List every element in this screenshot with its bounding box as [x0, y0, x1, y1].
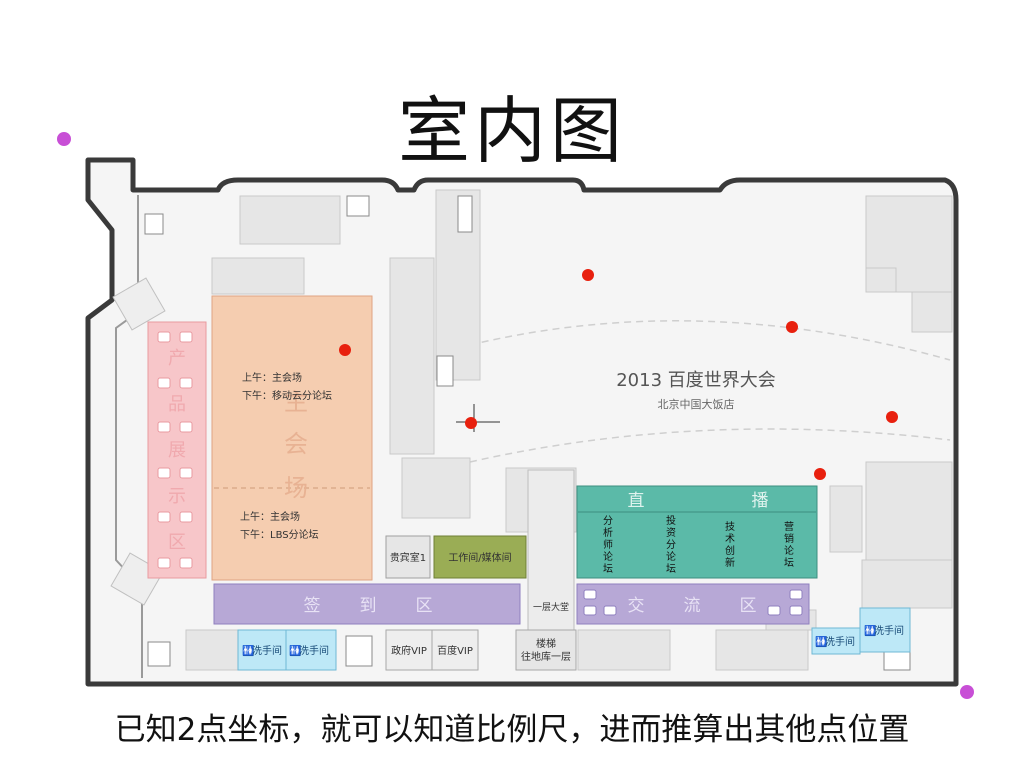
exchange-seat-icons	[583, 589, 803, 616]
first-lobby-label: 一层大堂	[533, 601, 569, 613]
restroom-icon: 🚻	[289, 644, 301, 657]
broadcast-char: 直	[628, 491, 645, 511]
stairs-room	[515, 629, 577, 671]
dashed-arc-bottom	[469, 428, 951, 463]
stairs-label-2: 往地库一层	[521, 650, 571, 663]
red-marker	[886, 411, 898, 423]
gov-vip-label: 政府VIP	[391, 644, 427, 657]
forum-tech: 技术创新	[725, 520, 735, 569]
broadcast-label: 直 播	[628, 491, 769, 511]
checkin-char: 签	[304, 596, 321, 616]
main-hall	[211, 295, 373, 581]
exchange-zone	[576, 583, 810, 625]
checkin-char: 区	[416, 596, 433, 616]
forum-invest: 投资分论坛	[666, 514, 676, 575]
restroom-2	[285, 629, 337, 671]
broadcast-zone	[576, 485, 818, 579]
exhibit-char: 区	[168, 532, 186, 553]
main-hall-char: 主	[284, 388, 308, 416]
restroom-label: 洗手间	[299, 644, 329, 657]
venue-subtitle: 北京中国大饭店	[658, 397, 735, 411]
exhibit-zone-label: 产 品 展 示 区	[168, 348, 186, 553]
slide-title: 室内图	[397, 89, 626, 173]
main-hall-morning-1: 上午：主会场	[242, 371, 302, 384]
stairs-label-1: 楼梯	[536, 637, 556, 650]
media-room	[433, 535, 527, 579]
main-hall-char: 会	[284, 430, 308, 458]
purple-reference-marker	[57, 132, 71, 146]
red-marker	[814, 468, 826, 480]
red-marker	[582, 269, 594, 281]
checkin-char: 到	[360, 596, 377, 616]
exchange-char: 流	[684, 596, 701, 616]
exhibit-char: 产	[168, 348, 186, 369]
purple-reference-marker	[960, 685, 974, 699]
broadcast-char: 播	[752, 491, 769, 511]
exchange-label: 交 流 区	[628, 596, 757, 616]
restroom-label: 洗手间	[252, 644, 282, 657]
gov-vip-room	[385, 629, 433, 671]
restroom-icon: 🚻	[864, 624, 876, 637]
forum-marketing: 营销论坛	[784, 520, 794, 569]
slide-caption: 已知2点坐标，就可以知道比例尺，进而推算出其他点位置	[114, 712, 910, 748]
restroom-icon: 🚻	[242, 644, 254, 657]
red-marker	[786, 321, 798, 333]
vip-room-label: 贵宾室1	[390, 551, 426, 564]
vip-room	[385, 535, 431, 579]
restroom-label: 洗手间	[874, 624, 904, 637]
red-marker	[339, 344, 351, 356]
exhibit-zone	[147, 321, 207, 579]
first-lobby	[527, 469, 575, 631]
restroom-label: 洗手间	[825, 635, 855, 648]
dashed-arc-top	[469, 320, 951, 361]
main-hall-label: 主 会 场	[284, 388, 308, 502]
door-top-left	[112, 277, 166, 331]
exhibit-seat-icons	[157, 331, 193, 569]
main-hall-char: 场	[284, 474, 308, 502]
baidu-vip-room	[431, 629, 479, 671]
exchange-char: 交	[628, 596, 645, 616]
exhibit-char: 展	[168, 440, 186, 461]
red-marker	[465, 417, 477, 429]
restroom-icon: 🚻	[815, 635, 827, 648]
exhibit-char: 品	[168, 394, 186, 415]
forum-labels: 分析师论坛 投资分论坛 技术创新 营销论坛	[603, 514, 794, 575]
main-hall-afternoon-1: 下午：移动云分论坛	[242, 389, 332, 402]
main-hall-afternoon-2: 下午：LBS分论坛	[240, 528, 319, 541]
venue-title: 2013 百度世界大会	[616, 370, 776, 391]
media-room-label: 工作间/媒体间	[448, 551, 511, 564]
restroom-3	[811, 627, 861, 655]
checkin-label: 签 到 区	[304, 596, 433, 616]
exchange-char: 区	[740, 596, 757, 616]
red-markers	[339, 269, 898, 480]
restroom-labels: 🚻 洗手间 🚻 洗手间 🚻 洗手间 🚻 洗手间	[242, 624, 904, 657]
baidu-vip-label: 百度VIP	[437, 644, 473, 657]
main-hall-morning-2: 上午：主会场	[240, 510, 300, 523]
restroom-4	[859, 607, 911, 653]
checkin-zone	[213, 583, 521, 625]
forum-analyst: 分析师论坛	[603, 515, 613, 575]
exhibit-char: 示	[168, 486, 186, 507]
